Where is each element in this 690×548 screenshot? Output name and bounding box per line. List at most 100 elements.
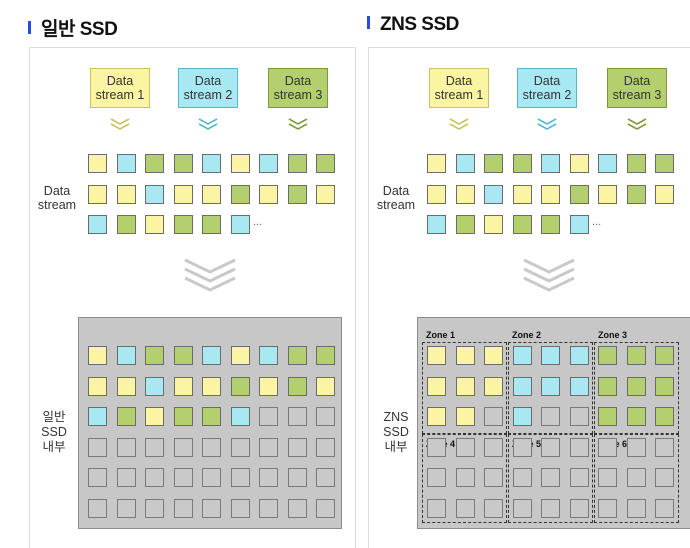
ssd-block <box>230 407 250 426</box>
data-block <box>626 154 646 173</box>
ssd-block <box>259 346 278 365</box>
data-block <box>116 215 136 234</box>
data-block <box>512 184 532 204</box>
ssd-block <box>655 376 674 396</box>
ssd-block <box>455 346 475 365</box>
ssd-block <box>626 437 646 457</box>
ellipsis: ... <box>592 216 602 228</box>
data-block <box>88 215 107 234</box>
data-block <box>569 154 589 173</box>
data-block <box>598 184 617 204</box>
data-block <box>455 154 475 173</box>
ssd-block <box>116 498 136 518</box>
ssd-block <box>316 346 335 365</box>
data-block <box>512 154 532 173</box>
ssd-block <box>173 437 193 457</box>
ssd-block <box>316 437 335 457</box>
ssd-block <box>202 376 221 396</box>
ssd-block <box>88 376 107 396</box>
ssd-block <box>598 407 617 426</box>
ssd-block <box>287 346 307 365</box>
ssd-block <box>230 376 250 396</box>
ssd-block <box>512 376 532 396</box>
ssd-block <box>145 437 164 457</box>
header-accent-bar <box>367 16 370 30</box>
ssd-block <box>230 346 250 365</box>
data-block <box>484 215 503 234</box>
ssd-block <box>88 498 107 518</box>
data-block <box>316 184 335 204</box>
data-block <box>427 215 446 234</box>
ssd-block <box>427 376 446 396</box>
data-block <box>598 154 617 173</box>
ssd-block <box>202 407 221 426</box>
ssd-block <box>145 468 164 487</box>
ssd-block <box>259 376 278 396</box>
ssd-block <box>484 437 503 457</box>
data-block <box>173 154 193 173</box>
data-block <box>626 184 646 204</box>
zone-3 <box>594 342 679 434</box>
right-header: ZNS SSD <box>367 14 459 36</box>
zone-label: Zone 1 <box>426 330 456 340</box>
ssd-block <box>541 346 560 365</box>
data-block <box>202 215 221 234</box>
zone-label: Zone 2 <box>512 330 542 340</box>
ssd-block <box>655 498 674 518</box>
ssd-block <box>88 437 107 457</box>
ssd-block <box>512 498 532 518</box>
ssd-block <box>455 407 475 426</box>
ssd-block <box>569 376 589 396</box>
ssd-block <box>145 498 164 518</box>
ssd-block <box>655 407 674 426</box>
ssd-block <box>598 437 617 457</box>
ssd-block <box>626 407 646 426</box>
data-block <box>202 184 221 204</box>
data-block <box>655 154 674 173</box>
ssd-block <box>145 376 164 396</box>
ssd-block <box>626 498 646 518</box>
data-block <box>541 184 560 204</box>
ssd-block <box>541 468 560 487</box>
ssd-block <box>569 437 589 457</box>
ssd-block <box>484 346 503 365</box>
chevron-down-icon <box>198 118 218 130</box>
ssd-block <box>541 407 560 426</box>
chevron-down-icon <box>523 258 575 292</box>
zone-5 <box>508 434 593 523</box>
data-block <box>541 215 560 234</box>
ssd-block <box>569 468 589 487</box>
ssd-block <box>569 407 589 426</box>
ssd-block <box>626 346 646 365</box>
chevron-down-icon <box>627 118 647 130</box>
data-block <box>259 154 278 173</box>
ssd-block <box>655 468 674 487</box>
ssd-block <box>116 376 136 396</box>
ssd-block <box>202 437 221 457</box>
ssd-block <box>259 437 278 457</box>
zone-6 <box>594 434 679 523</box>
ssd-block <box>259 407 278 426</box>
ssd-block <box>230 437 250 457</box>
ssd-block <box>259 498 278 518</box>
ssd-block <box>173 468 193 487</box>
ssd-block <box>316 468 335 487</box>
ssd-block <box>116 407 136 426</box>
data-block <box>484 184 503 204</box>
ssd-block <box>655 437 674 457</box>
chevron-down-icon <box>449 118 469 130</box>
ssd-block <box>88 407 107 426</box>
zone-2 <box>508 342 593 434</box>
data-block <box>145 184 164 204</box>
ssd-block <box>287 437 307 457</box>
